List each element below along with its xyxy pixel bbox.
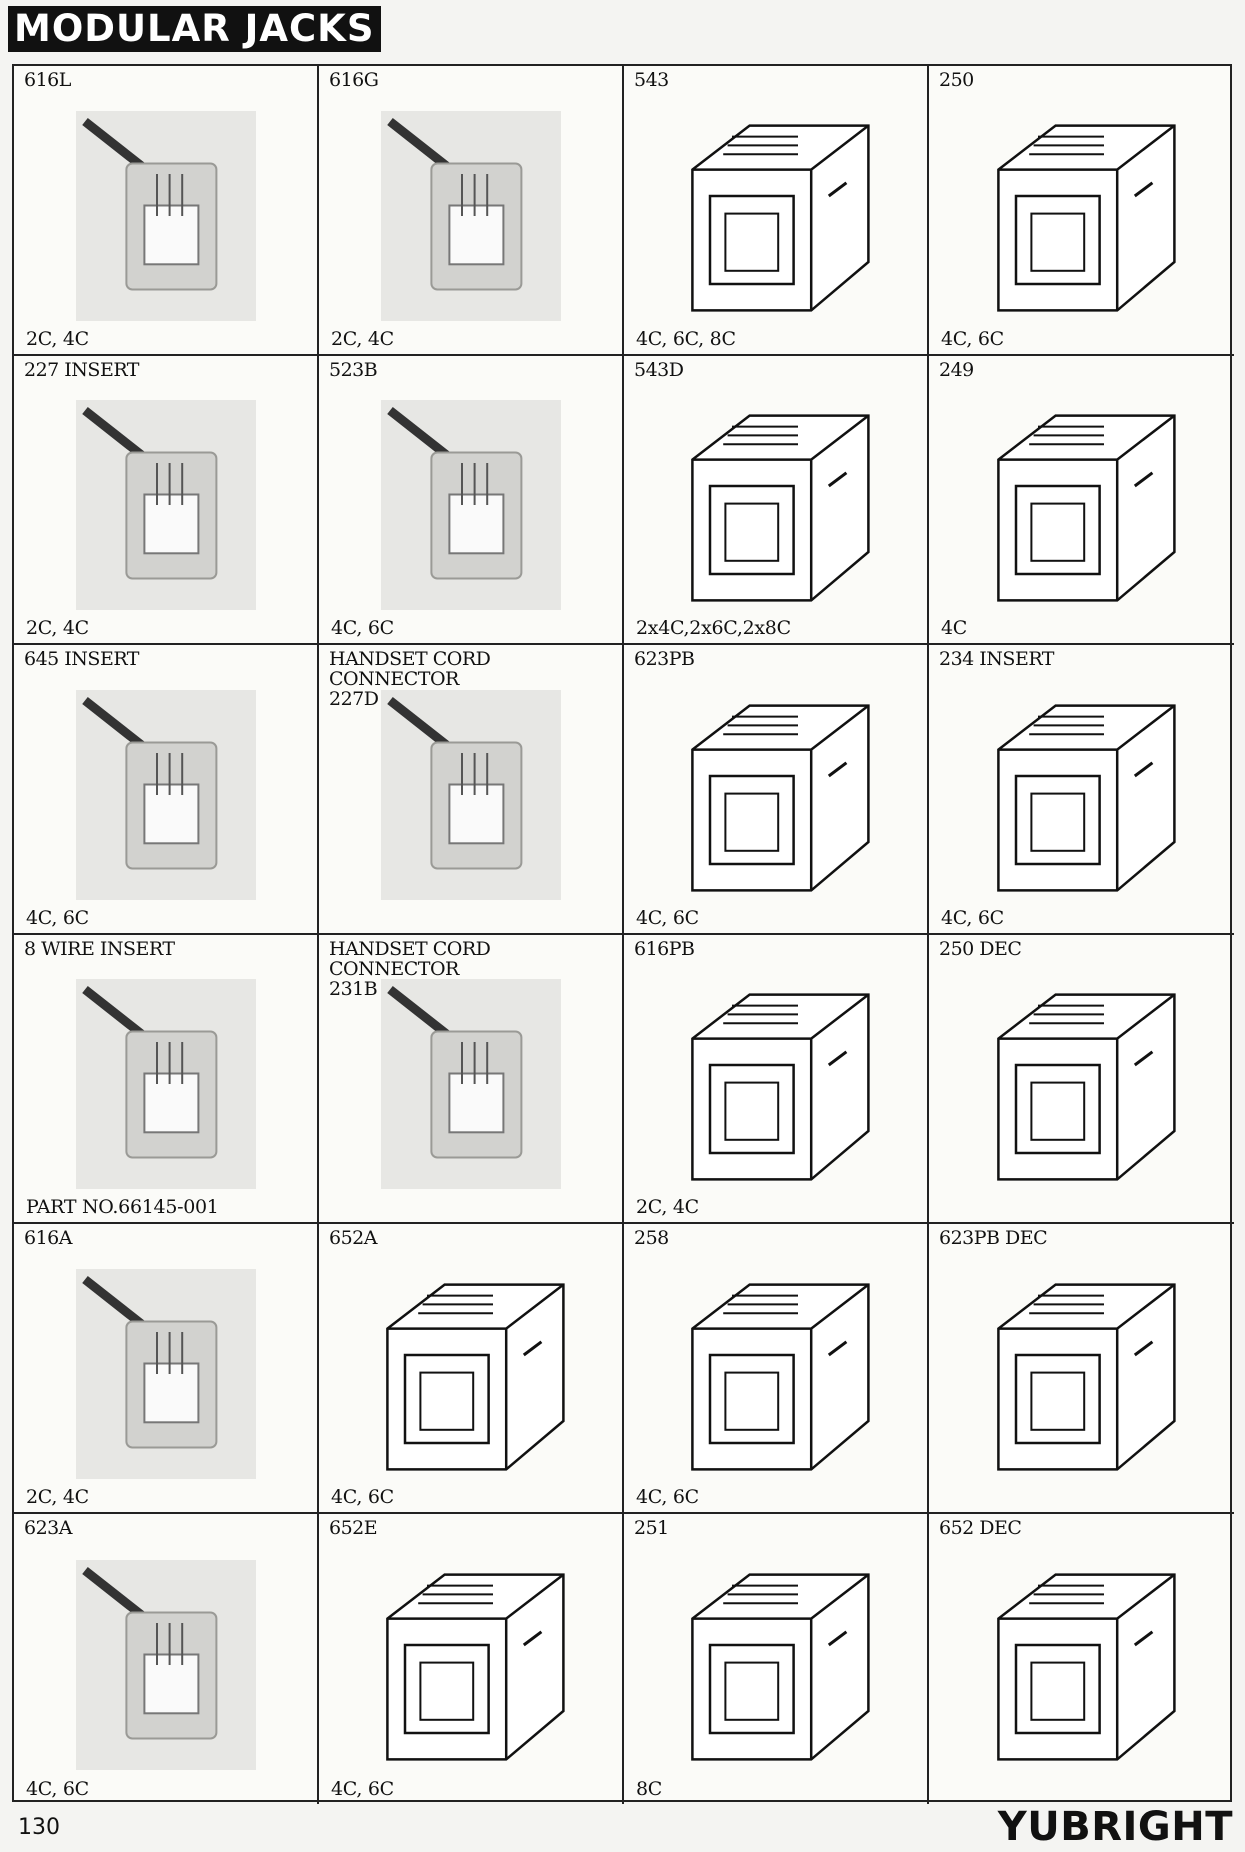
variant-label: 4C, 6C (331, 617, 394, 640)
part-number-label: 227 INSERT (24, 358, 139, 381)
part-number-label: 234 INSERT (939, 648, 1054, 671)
product-cell: 616A 2C, 4C (14, 1224, 319, 1514)
variant-label: 4C, 6C (331, 1485, 394, 1508)
product-line-drawing (666, 688, 886, 908)
variant-label: 2C, 4C (26, 327, 89, 350)
product-cell: 623PB DEC (929, 1224, 1234, 1514)
part-number-label: 258 (634, 1227, 669, 1250)
product-cell: 251 8C (624, 1513, 929, 1804)
product-cell: 652 DEC (929, 1514, 1234, 1804)
product-cell: 652A 4C, 6C (319, 1224, 624, 1514)
product-cell: 227 INSERT 2C, 4C (14, 355, 319, 646)
part-number-label: 543D (634, 358, 684, 381)
variant-label: 2C, 4C (26, 1485, 89, 1508)
part-number-label: 645 INSERT (24, 648, 139, 671)
variant-label: 2C, 4C (26, 617, 89, 640)
product-cell: HANDSET CORD CONNECTOR 231B (319, 934, 624, 1225)
product-cell: 616PB 2C, 4C (624, 934, 929, 1225)
variant-label: 4C, 6C (636, 906, 699, 929)
product-line-drawing (666, 108, 886, 328)
part-number-label: 652E (329, 1516, 378, 1539)
part-number-label: 523B (329, 358, 378, 381)
variant-label: 8C (636, 1777, 663, 1800)
product-photo (75, 1268, 256, 1479)
part-number-label: 249 (939, 358, 974, 381)
product-photo (75, 979, 256, 1190)
product-line-drawing (972, 108, 1192, 328)
product-line-drawing (666, 398, 886, 618)
product-cell: 250 DEC (929, 935, 1234, 1225)
part-number-label: HANDSET CORD CONNECTOR 231B (329, 937, 491, 1000)
product-line-drawing (972, 398, 1192, 618)
variant-label: 4C, 6C (26, 906, 89, 929)
product-cell: 652E 4C, 6C (319, 1513, 624, 1804)
variant-label: 4C, 6C, 8C (636, 327, 736, 350)
variant-label: 4C, 6C (941, 327, 1004, 350)
product-photo (380, 400, 561, 611)
product-cell: 616G 2C, 4C (319, 66, 624, 356)
product-photo (75, 110, 256, 321)
product-cell: 234 INSERT 4C, 6C (929, 645, 1234, 935)
product-photo (380, 979, 561, 1190)
product-line-drawing (666, 1557, 886, 1777)
product-photo (380, 110, 561, 321)
variant-label: PART NO.66145-001 (26, 1196, 219, 1219)
product-cell: HANDSET CORD CONNECTOR 227D (319, 645, 624, 935)
part-number-label: 543 (634, 69, 669, 91)
product-photo (75, 689, 256, 900)
part-number-label: 616G (329, 69, 379, 91)
product-photo (380, 689, 561, 900)
variant-label: 4C, 6C (331, 1777, 394, 1800)
product-line-drawing (361, 1267, 581, 1487)
product-cell: 623PB 4C, 6C (624, 645, 929, 935)
part-number-label: 623PB DEC (939, 1227, 1048, 1250)
product-line-drawing (972, 1267, 1192, 1487)
part-number-label: 251 (634, 1516, 669, 1539)
variant-label: 4C (941, 617, 968, 640)
part-number-label: 623PB (634, 648, 695, 671)
product-line-drawing (972, 688, 1192, 908)
product-photo (75, 400, 256, 611)
variant-label: 2C, 4C (636, 1196, 699, 1219)
part-number-label: 616A (24, 1227, 73, 1250)
part-number-label: 652 DEC (939, 1516, 1022, 1539)
product-cell: 645 INSERT 4C, 6C (14, 645, 319, 935)
variant-label: 2C, 4C (331, 327, 394, 350)
part-number-label: 652A (329, 1227, 378, 1250)
variant-label: 4C, 6C (26, 1777, 89, 1800)
page-number: 130 (18, 1815, 60, 1840)
product-line-drawing (972, 1557, 1192, 1777)
part-number-label: HANDSET CORD CONNECTOR 227D (329, 648, 491, 711)
part-number-label: 8 WIRE INSERT (24, 937, 175, 960)
part-number-label: 616PB (634, 937, 695, 960)
product-photo (75, 1559, 256, 1770)
product-cell: 249 4C (929, 356, 1234, 646)
product-cell: 616L 2C, 4C (14, 66, 319, 356)
product-line-drawing (361, 1557, 581, 1777)
variant-label: 4C, 6C (941, 906, 1004, 929)
product-cell: 250 4C, 6C (929, 66, 1234, 356)
variant-label: 4C, 6C (636, 1485, 699, 1508)
product-cell: 258 4C, 6C (624, 1224, 929, 1514)
part-number-label: 250 (939, 69, 974, 91)
product-cell: 623A 4C, 6C (14, 1513, 319, 1804)
part-number-label: 623A (24, 1516, 73, 1539)
product-line-drawing (666, 977, 886, 1197)
variant-label: 2x4C,2x6C,2x8C (636, 617, 791, 640)
part-number-label: 616L (24, 69, 71, 91)
product-cell: 543D 2x4C,2x6C,2x8C (624, 355, 929, 646)
product-line-drawing (666, 1267, 886, 1487)
brand-name: YUBRIGHT (997, 1804, 1233, 1850)
page-header-title: MODULAR JACKS (8, 6, 381, 52)
product-cell: 8 WIRE INSERT PART NO.66145-001 (14, 934, 319, 1225)
product-cell: 543 4C, 6C, 8C (624, 66, 929, 356)
product-line-drawing (972, 977, 1192, 1197)
part-number-label: 250 DEC (939, 937, 1022, 960)
product-cell: 523B 4C, 6C (319, 355, 624, 646)
